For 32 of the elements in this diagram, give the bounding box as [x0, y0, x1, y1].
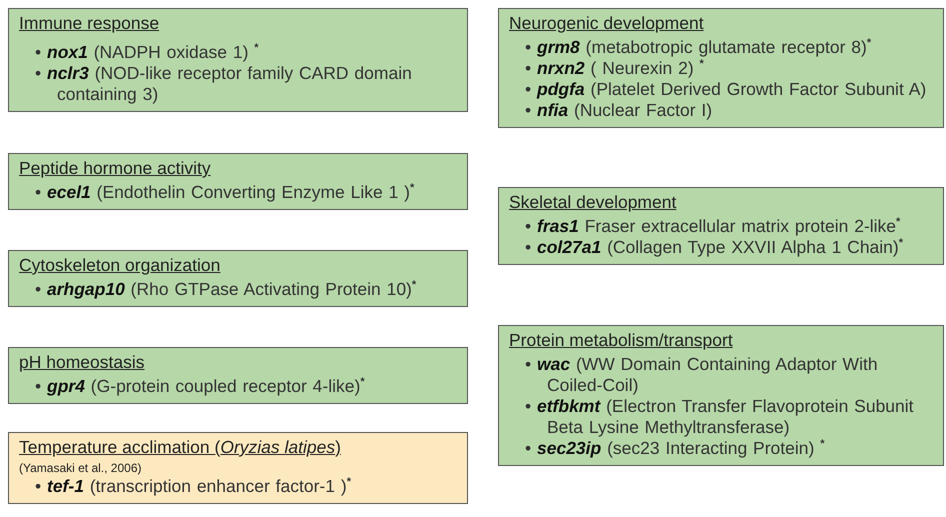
gene-list-item: • nclr3 (NOD-like receptor family CARD domain containing 3) [35, 63, 413, 105]
gene-list-item: • sec23ip (sec23 Interacting Protein) $^{*}$ [525, 438, 826, 459]
category-box [498, 187, 944, 265]
gene-list-item: • etfbkmt (Electron Transfer Flavoprotein Subunit Beta Lysine Methyltransferase) [525, 396, 915, 438]
category-heading: Temperature acclimation (Oryzias latipes) [19, 437, 341, 458]
citation-text: (Yamasaki et al., 2006) [19, 461, 142, 476]
category-box [8, 432, 468, 504]
category-box [8, 250, 468, 307]
gene-list-item: • col27a1 (Collagen Type XXVII Alpha 1 Chain)$^{*}$ [525, 237, 904, 258]
category-heading: Neurogenic development [509, 13, 704, 34]
category-box [8, 8, 468, 112]
category-heading: Protein metabolism/transport [509, 330, 733, 351]
gene-list-item: • wac (WW Domain Containing Adaptor With Coiled-Coil) [525, 354, 879, 396]
gene-list-item: • gpr4 (G-protein coupled receptor 4-like)$^{*}$ [35, 376, 366, 397]
category-box [498, 8, 944, 128]
category-heading: pH homeostasis [19, 352, 144, 373]
gene-list-item: • tef-1 (transcription enhancer factor-1 )$^{*}$ [35, 476, 352, 497]
gene-list-item: • ecel1 (Endothelin Converting Enzyme Like 1 )$^{*}$ [35, 182, 416, 203]
gene-list-item: • nox1 (NADPH oxidase 1) $^{*}$ [35, 42, 260, 63]
category-heading: Cytoskeleton organization [19, 255, 220, 276]
gene-list-item: • nfia (Nuclear Factor I) [525, 100, 714, 121]
category-box [498, 325, 944, 466]
gene-list-item: • pdgfa (Platelet Derived Growth Factor Subunit A) [525, 79, 928, 100]
category-heading: Immune response [19, 13, 160, 34]
category-box [8, 153, 468, 210]
gene-list-item: • fras1 Fraser extracellular matrix protein 2-like$^{*}$ [525, 216, 902, 237]
gene-list-item: • nrxn2 ( Neurexin 2) $^{*}$ [525, 58, 705, 79]
category-box [8, 347, 468, 404]
category-heading: Skeletal development [509, 192, 676, 213]
gene-list-item: • grm8 (metabotropic glutamate receptor 8)$^{*}$ [525, 37, 872, 58]
category-heading: Peptide hormone activity [19, 158, 211, 179]
gene-list-item: • arhgap10 (Rho GTPase Activating Protein 10)$^{*}$ [35, 279, 418, 300]
